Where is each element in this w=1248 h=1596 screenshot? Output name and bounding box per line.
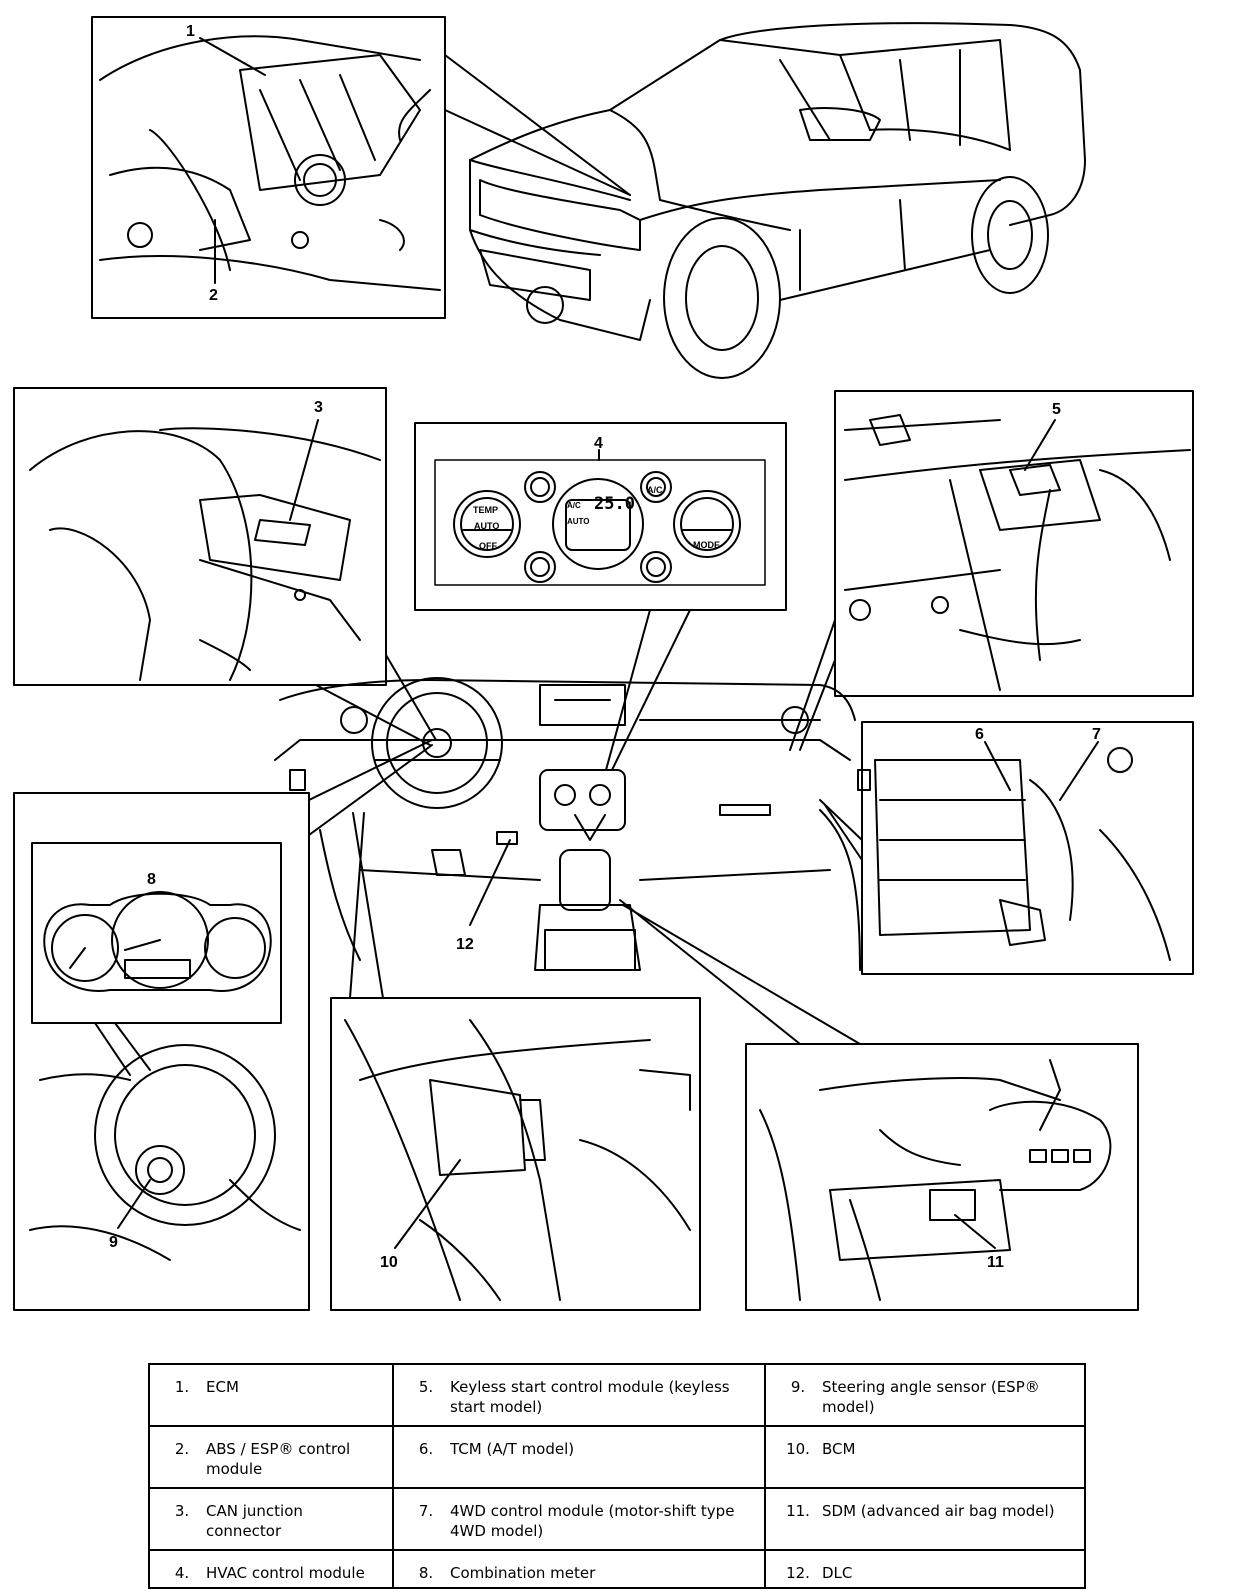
legend-row: 4. HVAC control module 8. Combination mete… bbox=[148, 1549, 1086, 1589]
bcm-inset bbox=[330, 997, 701, 1311]
callout-12: 12 bbox=[456, 936, 474, 953]
legend-table: 1. ECM 5. Keyless start control module (ke… bbox=[148, 1363, 1086, 1589]
legend-number: 1. bbox=[174, 1378, 190, 1396]
legend-number: 3. bbox=[174, 1502, 190, 1520]
keyless-module-inset bbox=[834, 390, 1194, 697]
can-connector-detail bbox=[29, 419, 381, 681]
legend-text: SDM (advanced air bag model) bbox=[822, 1502, 1055, 1520]
can-connector-inset bbox=[13, 387, 387, 686]
callout-9: 9 bbox=[109, 1234, 118, 1251]
legend-number: 11. bbox=[786, 1502, 810, 1520]
tcm-4wd-detail bbox=[874, 741, 1171, 961]
callout-2: 2 bbox=[209, 287, 218, 304]
legend-number: 8. bbox=[418, 1564, 434, 1582]
callout-4: 4 bbox=[594, 435, 603, 452]
hvac-ac-button-label: A/C bbox=[647, 485, 663, 495]
combination-meter-subinset bbox=[31, 842, 282, 1024]
hvac-temp-display: 25.0 bbox=[594, 494, 635, 514]
meter-inset bbox=[13, 792, 310, 1311]
legend-row: 1. ECM 5. Keyless start control module (ke… bbox=[148, 1363, 1086, 1427]
callout-10: 10 bbox=[380, 1254, 398, 1271]
legend-number: 9. bbox=[790, 1378, 806, 1396]
legend-number: 10. bbox=[786, 1440, 810, 1458]
dashboard-illustration bbox=[274, 677, 871, 971]
legend-text: HVAC control module bbox=[206, 1564, 365, 1582]
callout-1: 1 bbox=[186, 23, 195, 40]
steering-wheel-detail bbox=[29, 1022, 301, 1261]
legend-text: Keyless start control module (keyless st… bbox=[450, 1378, 730, 1416]
hvac-panel bbox=[434, 459, 766, 586]
tcm-4wd-inset bbox=[861, 721, 1194, 975]
legend-row: 2. ABS / ESP® control module 6. TCM (A/T m… bbox=[148, 1425, 1086, 1489]
sdm-inset bbox=[745, 1043, 1139, 1311]
keyless-module-detail bbox=[844, 414, 1191, 691]
combination-meter-detail bbox=[43, 891, 272, 992]
hvac-auto-label: AUTO bbox=[474, 521, 500, 531]
legend-text: Combination meter bbox=[450, 1564, 596, 1582]
legend-number: 7. bbox=[418, 1502, 434, 1520]
callout-11: 11 bbox=[987, 1254, 1004, 1271]
hvac-ac-auto-label: A/C AUTO bbox=[567, 501, 590, 526]
hvac-temp-label: TEMP bbox=[473, 505, 499, 515]
legend-number: 4. bbox=[174, 1564, 190, 1582]
hvac-off-label: OFF bbox=[479, 541, 497, 551]
sdm-detail bbox=[759, 1059, 1112, 1301]
legend-text: BCM bbox=[822, 1440, 856, 1458]
ecm-inset bbox=[91, 16, 446, 319]
legend-text: CAN junction connector bbox=[206, 1502, 303, 1540]
callout-7: 7 bbox=[1092, 726, 1101, 743]
legend-number: 2. bbox=[174, 1440, 190, 1458]
legend-row: 3. CAN junction connector 7. 4WD control m… bbox=[148, 1487, 1086, 1551]
legend-text: TCM (A/T model) bbox=[450, 1440, 575, 1458]
legend-text: ABS / ESP® control module bbox=[206, 1440, 351, 1478]
bcm-detail bbox=[344, 1019, 691, 1301]
legend-text: DLC bbox=[822, 1564, 853, 1582]
hvac-mode-label: MODE bbox=[693, 540, 720, 550]
callout-8: 8 bbox=[147, 871, 156, 888]
callout-5: 5 bbox=[1052, 401, 1061, 418]
legend-number: 6. bbox=[418, 1440, 434, 1458]
suv-illustration bbox=[469, 22, 1086, 379]
callout-3: 3 bbox=[314, 399, 323, 416]
legend-text: Steering angle sensor (ESP® model) bbox=[822, 1378, 1040, 1416]
hvac-inset bbox=[414, 422, 787, 611]
legend-number: 12. bbox=[786, 1564, 810, 1582]
callout-6: 6 bbox=[975, 726, 984, 743]
legend-text: 4WD control module (motor-shift type 4WD… bbox=[450, 1502, 735, 1540]
ecm-inset-detail bbox=[99, 35, 441, 291]
legend-text: ECM bbox=[206, 1378, 239, 1396]
legend-number: 5. bbox=[418, 1378, 434, 1396]
